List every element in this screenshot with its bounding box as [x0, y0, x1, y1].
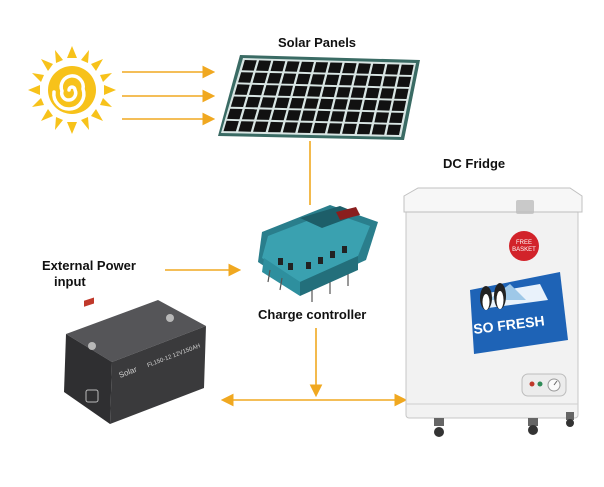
solar-cell [370, 63, 386, 75]
solar-cell [318, 98, 334, 110]
solar-cell [289, 98, 305, 109]
solar-cell [270, 60, 286, 72]
solar-cell [297, 122, 313, 133]
solar-cell [241, 60, 257, 71]
solar-cell [350, 87, 366, 98]
solar-cell [382, 76, 397, 87]
solar-cell [245, 96, 261, 108]
solar-cell [327, 62, 343, 73]
solar-cell [356, 63, 371, 74]
solar-cell [327, 123, 343, 134]
solar-cell [267, 73, 282, 84]
solar-cell [365, 87, 380, 99]
solar-cell [379, 88, 395, 99]
solar-cell [284, 61, 300, 72]
solar-cell [389, 112, 404, 123]
solar-cell [307, 86, 322, 97]
solar-cell [374, 112, 389, 123]
solar-cell [227, 108, 243, 120]
solar-cell [256, 60, 272, 71]
solar-cell [342, 123, 357, 134]
solar-cell [356, 123, 372, 135]
solar-cell [299, 61, 314, 73]
fridge-icon: SO FRESH FREE BASKET [403, 187, 583, 437]
solar-cell [371, 124, 387, 135]
solar-cell [347, 99, 363, 110]
solar-cell [304, 98, 319, 109]
solar-cell [238, 72, 254, 83]
solar-cell [339, 75, 354, 86]
solar-cell [396, 76, 412, 87]
solar-cell [313, 62, 329, 73]
solar-cell [386, 124, 402, 135]
solar-cell [321, 86, 337, 98]
solar-cell [330, 111, 345, 122]
solar-cell [268, 121, 284, 133]
solar-cell [281, 73, 297, 84]
solar-cell [292, 85, 308, 97]
charge-controller-icon [258, 205, 378, 302]
solar-cell [241, 109, 258, 120]
solar-cell [324, 74, 340, 86]
solar-cell [223, 120, 239, 132]
solar-cell [286, 110, 302, 121]
solar-cell [391, 100, 407, 111]
solar-cell [345, 111, 360, 122]
solar-cell [353, 75, 369, 86]
dc-fridge-label: DC Fridge [443, 156, 506, 171]
solar-panels-label: Solar Panels [278, 35, 357, 50]
battery-icon: Solar FL150-12 12V150AH [64, 297, 206, 424]
solar-cell [230, 96, 247, 107]
solar-cell [278, 85, 293, 96]
badge-line1: FREE [516, 240, 532, 246]
solar-cell [362, 99, 377, 111]
sunlight-arrows [122, 65, 216, 126]
solar-cell [295, 73, 311, 85]
solar-cell [385, 64, 400, 75]
solar-cell [263, 85, 279, 96]
solar-cell [256, 109, 272, 120]
solar-cell [315, 110, 331, 122]
solar-cell [394, 88, 409, 99]
solar-cell [300, 110, 316, 121]
solar-cell [333, 99, 348, 110]
solar-cell [368, 75, 383, 87]
solar-cell [234, 84, 250, 95]
solar-cell [271, 109, 287, 121]
solar-cell [282, 122, 298, 133]
solar-panel-icon [218, 55, 420, 140]
solar-cell [260, 97, 276, 108]
solar-cell [342, 62, 357, 74]
solar-cell [238, 121, 254, 132]
solar-cell [310, 74, 325, 85]
solar-cell [252, 72, 268, 84]
charge-controller-label: Charge controller [258, 307, 367, 322]
badge-line2: BASKET [512, 247, 536, 253]
solar-cell [359, 111, 375, 123]
solar-cell [377, 100, 392, 111]
solar-cell [399, 64, 414, 75]
external-power-label-line2: input [54, 274, 86, 289]
solar-cell [249, 84, 265, 96]
sun-icon [28, 46, 116, 134]
solar-cell [274, 97, 290, 109]
solar-cell [312, 122, 328, 134]
external-power-label-line1: External Power [42, 258, 136, 273]
solar-cell [336, 87, 351, 98]
solar-cell [253, 121, 269, 132]
